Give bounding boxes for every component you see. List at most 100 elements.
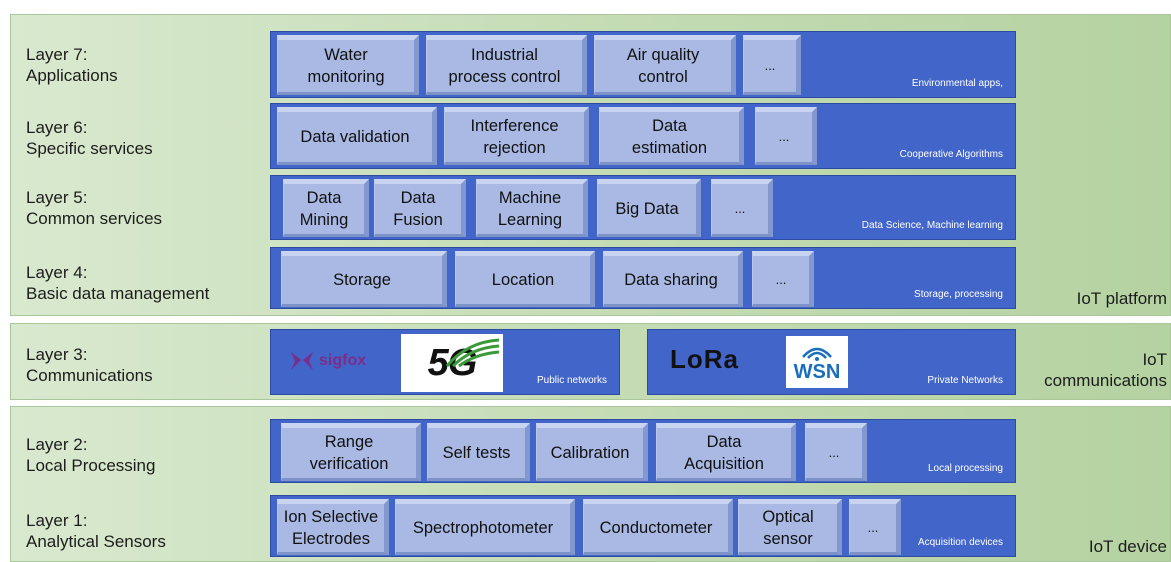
box-line: Industrial <box>471 46 538 64</box>
box-more: ... <box>711 179 773 237</box>
box-line: ... <box>775 272 787 287</box>
box-line: Electrodes <box>292 530 370 548</box>
5g-logo: 5G <box>401 334 503 392</box>
box-industrial-process-control: Industrial process control <box>426 35 587 95</box>
box-water-monitoring: Water monitoring <box>277 35 419 95</box>
layer-2-caption: Local processing <box>927 463 1003 474</box>
layer-7-caption: Environmental apps, <box>911 78 1003 89</box>
box-location: Location <box>455 251 595 307</box>
iot-communications-label: IoT communications <box>1044 349 1167 391</box>
box-line: Storage <box>333 271 391 289</box>
box-line: Spectrophotometer <box>412 519 554 537</box>
box-more: ... <box>755 107 817 165</box>
box-line: Data <box>306 189 342 207</box>
lora-logo: LoRa <box>670 344 739 375</box>
box-line: ... <box>828 445 840 460</box>
iot-device-label: IoT device <box>1088 537 1167 556</box>
layer-2-band: Range verification Self tests Calibratio… <box>270 419 1016 483</box>
iot-communications-line2: communications <box>1044 371 1167 390</box>
box-more: ... <box>849 499 901 555</box>
box-more: ... <box>752 251 814 307</box>
box-line: Learning <box>497 211 563 229</box>
box-line: Machine <box>498 189 562 207</box>
layer-1-label: Layer 1: Analytical Sensors <box>26 510 166 552</box>
box-line: estimation <box>631 139 708 157</box>
box-line: Data sharing <box>624 271 718 289</box>
box-line: Calibration <box>550 444 630 462</box>
wsn-logo: WSN <box>786 336 848 388</box>
box-line: Water <box>324 46 368 64</box>
layer-1-band: Ion Selective Electrodes Spectrophotomet… <box>270 495 1016 557</box>
box-line: Self tests <box>442 444 511 462</box>
box-line: control <box>638 68 688 86</box>
box-more: ... <box>805 423 867 481</box>
layer-3-public-band: sigfox 5G Public networks <box>270 329 620 395</box>
box-line: ... <box>734 201 746 216</box>
layer-5-name: Common services <box>26 209 163 228</box>
lora-text: LoRa <box>670 344 739 374</box>
private-networks-caption: Private Networks <box>927 375 1003 386</box>
box-line: Data <box>652 117 687 135</box>
layer-7-band: Water monitoring Industrial process cont… <box>270 31 1016 98</box>
layer-6-number: Layer 6: <box>26 118 88 137</box>
layer-4-band: Storage Location Data sharing ... Storag… <box>270 247 1016 309</box>
box-line: Data validation <box>300 128 410 146</box>
box-line: ... <box>764 58 776 73</box>
layer-2-number: Layer 2: <box>26 435 88 454</box>
layer-3-label: Layer 3: Communications <box>26 344 153 386</box>
box-line: Optical <box>762 508 814 526</box>
layer-3-private-band: LoRa WSN Private Networks <box>647 329 1016 395</box>
layer-1-name: Analytical Sensors <box>26 532 166 551</box>
layer-6-name: Specific services <box>26 139 153 158</box>
box-data-fusion: Data Fusion <box>374 179 466 237</box>
box-line: Fusion <box>393 211 443 229</box>
box-storage: Storage <box>281 251 447 307</box>
layer-3-name: Communications <box>26 366 153 385</box>
layer-3-number: Layer 3: <box>26 345 88 364</box>
iot-platform-label: IoT platform <box>1076 289 1167 308</box>
box-line: Data <box>706 433 742 451</box>
wsn-signal-icon <box>802 347 832 361</box>
box-line: Big Data <box>615 200 679 218</box>
box-conductometer: Conductometer <box>583 499 733 555</box>
sigfox-icon <box>291 352 313 370</box>
layer-5-caption: Data Science, Machine learning <box>861 220 1003 231</box>
layer-1-number: Layer 1: <box>26 511 88 530</box>
layer-5-band: Data Mining Data Fusion Machine Learning… <box>270 175 1016 240</box>
box-data-validation: Data validation <box>277 107 437 165</box>
sigfox-logo: sigfox <box>289 350 366 372</box>
layer-2-name: Local Processing <box>26 456 156 475</box>
box-line: Data <box>400 189 436 207</box>
box-line: Conductometer <box>599 519 713 537</box>
box-ion-selective-electrodes: Ion Selective Electrodes <box>277 499 389 555</box>
iot-communications-line1: IoT <box>1142 350 1167 369</box>
box-machine-learning: Machine Learning <box>476 179 588 237</box>
box-air-quality-control: Air quality control <box>594 35 736 95</box>
box-line: Interference <box>470 117 559 135</box>
sigfox-text: sigfox <box>319 352 367 369</box>
box-data-sharing: Data sharing <box>603 251 743 307</box>
box-self-tests: Self tests <box>427 423 530 481</box>
box-line: sensor <box>763 530 813 548</box>
box-line: process control <box>448 68 561 86</box>
wsn-text: WSN <box>793 361 841 383</box>
box-line: Range <box>324 433 374 451</box>
box-line: Mining <box>299 211 349 229</box>
public-networks-caption: Public networks <box>536 375 607 386</box>
box-line: verification <box>309 455 389 473</box>
box-data-acquisition: Data Acquisition <box>656 423 796 481</box>
box-big-data: Big Data <box>597 179 701 237</box>
layer-4-label: Layer 4: Basic data management <box>26 262 209 304</box>
box-data-mining: Data Mining <box>283 179 369 237</box>
layer-6-caption: Cooperative Algorithms <box>899 149 1003 160</box>
layer-7-number: Layer 7: <box>26 45 88 64</box>
layer-4-number: Layer 4: <box>26 263 88 282</box>
box-data-estimation: Data estimation <box>599 107 744 165</box>
box-calibration: Calibration <box>536 423 648 481</box>
layer-2-label: Layer 2: Local Processing <box>26 434 155 476</box>
layer-4-caption: Storage, processing <box>914 289 1003 300</box>
box-optical-sensor: Optical sensor <box>738 499 842 555</box>
box-spectrophotometer: Spectrophotometer <box>395 499 575 555</box>
layer-7-label: Layer 7: Applications <box>26 44 118 86</box>
box-line: Ion Selective <box>283 508 379 526</box>
